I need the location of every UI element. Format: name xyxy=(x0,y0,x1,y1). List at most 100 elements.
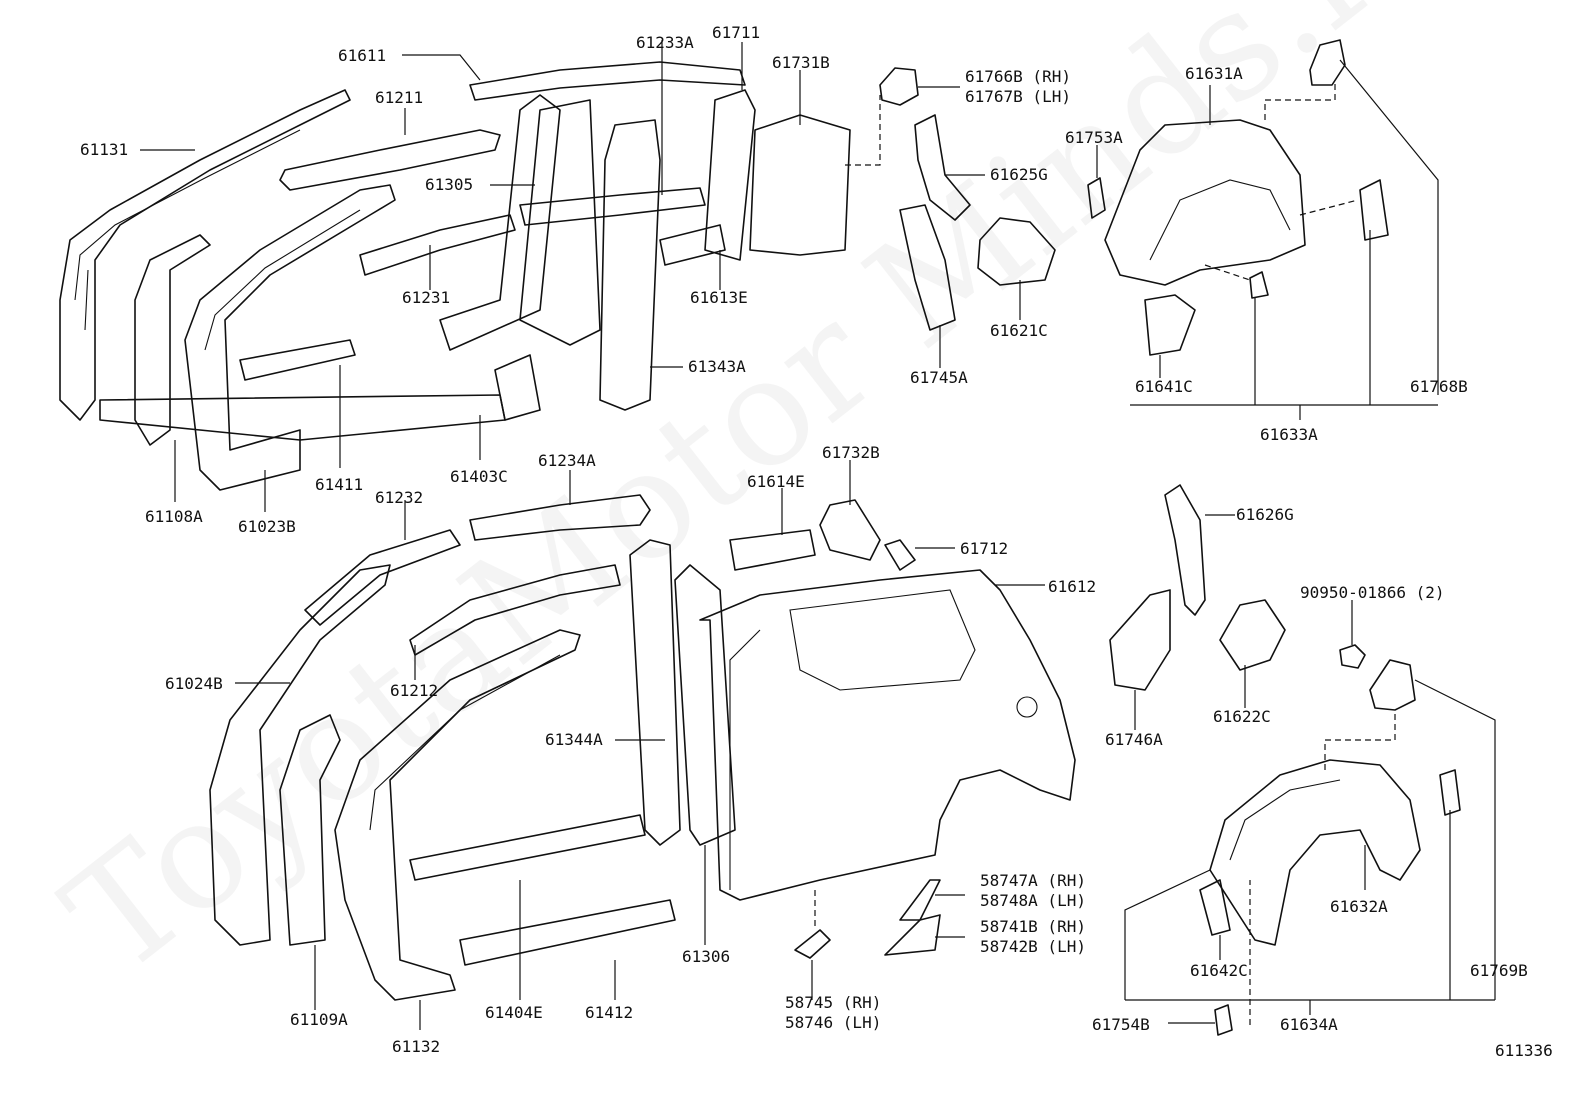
label-61768b: 61768B xyxy=(1410,377,1468,396)
label-61632a: 61632A xyxy=(1330,897,1388,916)
part-61631a xyxy=(1104,119,1306,286)
label-61731b: 61731B xyxy=(772,53,830,72)
part-61231 xyxy=(359,214,516,276)
label-61403c: 61403C xyxy=(450,467,508,486)
part-61614e xyxy=(729,529,816,571)
part-61613e xyxy=(659,224,726,266)
label-61305: 61305 xyxy=(425,175,473,194)
label-61766b: 61766B (RH) xyxy=(965,67,1071,86)
part-61634a-plate xyxy=(1439,769,1461,816)
lower-wheelhouse-parts xyxy=(1109,484,1461,1036)
part-61745a xyxy=(899,204,956,331)
label-61233a: 61233A xyxy=(636,33,694,52)
label-61754b: 61754B xyxy=(1092,1015,1150,1034)
label-61621c: 61621C xyxy=(990,321,1048,340)
label-61631a: 61631A xyxy=(1185,64,1243,83)
label-61614e: 61614E xyxy=(747,472,805,491)
part-58745 xyxy=(794,929,831,959)
label-61412: 61412 xyxy=(585,1003,633,1022)
part-61622c xyxy=(1219,599,1286,671)
label-61642c: 61642C xyxy=(1190,961,1248,980)
part-61404e xyxy=(409,814,646,881)
lower-body-side-parts xyxy=(209,494,1076,1001)
label-61023b: 61023B xyxy=(238,517,296,536)
part-61023b xyxy=(184,184,396,491)
part-61612 xyxy=(699,569,1076,901)
label-61343a: 61343A xyxy=(688,357,746,376)
label-61711: 61711 xyxy=(712,23,760,42)
part-61611 xyxy=(469,61,746,101)
part-61306 xyxy=(674,564,736,846)
label-61625g: 61625G xyxy=(990,165,1048,184)
part-58741b xyxy=(884,914,941,956)
part-61109a xyxy=(279,714,341,946)
part-61766b xyxy=(879,67,919,106)
label-90950: 90950-01866 (2) xyxy=(1300,583,1445,602)
part-61234a xyxy=(469,494,651,541)
part-61211 xyxy=(279,129,501,191)
part-61746a xyxy=(1109,589,1171,691)
label-61109a: 61109A xyxy=(290,1010,348,1029)
label-61634a: 61634A xyxy=(1280,1015,1338,1034)
label-61622c: 61622C xyxy=(1213,707,1271,726)
part-61412 xyxy=(459,899,676,966)
part-61641c xyxy=(1144,294,1196,356)
part-61403c-bracket xyxy=(494,354,541,421)
part-61232 xyxy=(304,529,461,626)
label-61108a: 61108A xyxy=(145,507,203,526)
label-61641c: 61641C xyxy=(1135,377,1193,396)
part-61411 xyxy=(239,339,356,381)
label-61024b: 61024B xyxy=(165,674,223,693)
part-61711 xyxy=(704,89,756,261)
part-61768b xyxy=(1309,39,1346,86)
part-61212 xyxy=(409,564,621,656)
part-61131 xyxy=(59,89,351,421)
part-61732b xyxy=(819,499,881,561)
part-61754b xyxy=(1214,1004,1233,1036)
part-61633a-plate xyxy=(1359,179,1389,241)
label-61212: 61212 xyxy=(390,681,438,700)
label-61613e: 61613E xyxy=(690,288,748,307)
label-61211: 61211 xyxy=(375,88,423,107)
part-90950 xyxy=(1339,644,1366,669)
label-61612: 61612 xyxy=(1048,577,1096,596)
part-61731b xyxy=(749,114,851,256)
part-61632a xyxy=(1209,759,1421,946)
label-61745a: 61745A xyxy=(910,368,968,387)
diagram-id: 611336 xyxy=(1495,1041,1553,1060)
part-61712 xyxy=(884,539,916,571)
label-61131: 61131 xyxy=(80,140,128,159)
part-61753a xyxy=(1087,177,1106,219)
label-58745: 58745 (RH) xyxy=(785,993,881,1012)
part-61626g xyxy=(1164,484,1206,616)
part-61233a xyxy=(519,187,706,226)
label-61769b: 61769B xyxy=(1470,961,1528,980)
label-58746: 58746 (LH) xyxy=(785,1013,881,1032)
label-61411: 61411 xyxy=(315,475,363,494)
upper-wheelhouse-parts xyxy=(845,39,1389,356)
label-61232: 61232 xyxy=(375,488,423,507)
label-61626g: 61626G xyxy=(1236,505,1294,524)
label-61767b: 61767B (LH) xyxy=(965,87,1071,106)
part-61132 xyxy=(334,629,581,1001)
part-61305 xyxy=(439,94,561,351)
label-61234a: 61234A xyxy=(538,451,596,470)
label-61732b: 61732B xyxy=(822,443,880,462)
label-61746a: 61746A xyxy=(1105,730,1163,749)
label-61753a: 61753A xyxy=(1065,128,1123,147)
label-58741b: 58741B (RH) xyxy=(980,917,1086,936)
label-61611: 61611 xyxy=(338,46,386,65)
part-61343a xyxy=(599,119,661,411)
part-61344a xyxy=(629,539,681,846)
part-61621c xyxy=(977,217,1056,286)
part-58747a xyxy=(899,879,941,921)
label-61404e: 61404E xyxy=(485,1003,543,1022)
leader-lines xyxy=(140,40,1496,1030)
part-61633a-bolt xyxy=(1249,271,1269,299)
part-labels: 61611 61233A 61711 61731B 61766B (RH) 61… xyxy=(80,23,1553,1060)
label-61132: 61132 xyxy=(392,1037,440,1056)
part-61642c xyxy=(1199,879,1231,936)
part-61108a xyxy=(134,234,211,446)
label-61344a: 61344A xyxy=(545,730,603,749)
